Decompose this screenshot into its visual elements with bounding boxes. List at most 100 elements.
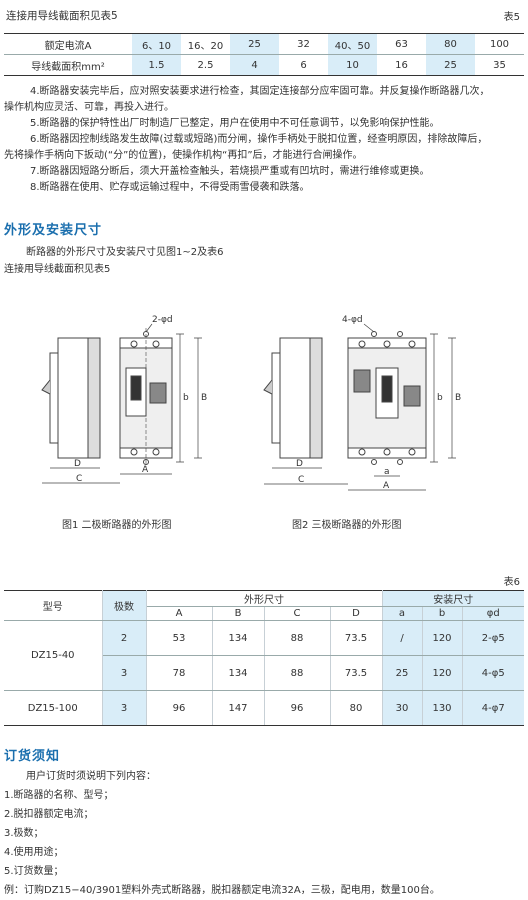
list-item: 1.断路器的名称、型号； xyxy=(4,790,114,801)
table6-head-poles: 极数 xyxy=(102,590,147,621)
table-row: DZ15-100 3 96 147 96 80 30 130 4-φ7 xyxy=(4,690,524,726)
table5-cell: 1.5 xyxy=(132,54,181,76)
table5-cell: 32 xyxy=(279,33,328,55)
table6-cell: 53 xyxy=(146,620,213,656)
fig2-side-base xyxy=(271,352,280,444)
table6-cell: 88 xyxy=(264,655,331,691)
table6-cell: / xyxy=(382,620,423,656)
table6-cell: 96 xyxy=(264,690,331,726)
fig2-side-cover xyxy=(309,337,323,459)
fig2-mount-hole xyxy=(371,459,377,465)
fig2-label-C: C xyxy=(298,475,304,485)
table6-cell: 3 xyxy=(102,690,147,726)
table6-header-row: 型号 极数 外形尺寸 安装尺寸 xyxy=(4,590,524,621)
fig1-side-handle xyxy=(41,379,51,395)
fig2-terminal-bottom xyxy=(408,448,416,456)
table6-col-B: B xyxy=(212,606,265,621)
table5-cell: 63 xyxy=(377,33,426,55)
table5-cell: 4 xyxy=(230,54,279,76)
table6-tag: 表6 xyxy=(503,577,520,588)
table6-col-a: a xyxy=(382,606,423,621)
list-item: 4.使用用途； xyxy=(4,847,64,858)
table5-cell: 100 xyxy=(475,33,524,55)
table6-cell: 25 xyxy=(382,655,423,691)
note-7: 7.断路器因短路分断后，须大开盖检查触头，若烧损严重或有凹坑时，需进行维修或更换… xyxy=(30,166,430,177)
fig2-dim-B xyxy=(448,337,456,459)
note-4-cont: 操作机构应灵活、可靠，再投入进行。 xyxy=(4,102,174,113)
table5-tag: 表5 xyxy=(503,12,520,23)
figure1-caption: 图1 二极断路器的外形图 xyxy=(62,520,172,531)
table6-head-mount: 安装尺寸 xyxy=(382,590,524,607)
table6-model-cell: DZ15-40 xyxy=(4,620,103,691)
table6-cell: 3 xyxy=(102,655,147,691)
table5-row-current: 额定电流A 6、10 16、20 25 32 40、50 63 80 100 xyxy=(4,33,524,55)
table5-cell: 25 xyxy=(230,33,279,55)
table6-cell: 120 xyxy=(422,655,463,691)
figure2-caption: 图2 三极断路器的外形图 xyxy=(292,520,402,531)
table6-cell: 2 xyxy=(102,620,147,656)
table6-col-C: C xyxy=(264,606,331,621)
table6-cell: 134 xyxy=(212,655,265,691)
table6-cell: 78 xyxy=(146,655,213,691)
table5-row-label: 导线截面积mm² xyxy=(4,54,132,76)
table6-cell: 96 xyxy=(146,690,213,726)
table6-cell: 4-φ5 xyxy=(462,655,524,691)
table6-cell: 120 xyxy=(422,620,463,656)
table5-cell: 10 xyxy=(328,54,377,76)
table6-col-A: A xyxy=(146,606,213,621)
fig1-nameplate xyxy=(149,382,167,404)
note-6-cont: 先将操作手柄向下扳动(“分”的位置)，使操作机构“再扣”后，才能进行合闸操作。 xyxy=(4,150,363,161)
fig2-terminal-top xyxy=(408,340,416,348)
fig1-label-hole: 2-φd xyxy=(152,315,173,325)
fig2-label-B: B xyxy=(455,393,461,403)
fig1-dim-b xyxy=(176,333,184,463)
table6-head-model: 型号 xyxy=(4,590,103,621)
fig1-label-A: A xyxy=(142,465,149,475)
table6-cell: 130 xyxy=(422,690,463,726)
figure1-drawing: 2-φd b B D C A xyxy=(41,315,207,484)
fig2-nameplate xyxy=(353,369,371,393)
table6-cell: 80 xyxy=(330,690,383,726)
table6-subheader-row: A B C D a b φd xyxy=(4,606,524,621)
notes-block: 4.断路器安装完毕后，应对照安装要求进行检查，其固定连接部分应牢固可靠。并反复操… xyxy=(4,84,524,196)
fig2-label-D: D xyxy=(296,459,303,469)
fig1-label-D: D xyxy=(74,459,81,469)
table6-cell: 2-φ5 xyxy=(462,620,524,656)
table5: 额定电流A 6、10 16、20 25 32 40、50 63 80 100 导… xyxy=(4,33,524,76)
note-4: 4.断路器安装完毕后，应对照安装要求进行检查，其固定连接部分应牢固可靠。并反复操… xyxy=(30,86,490,97)
fig1-terminal-top xyxy=(130,340,138,348)
table5-cell: 6、10 xyxy=(132,33,181,55)
table6-cell: 4-φ7 xyxy=(462,690,524,726)
note-8: 8.断路器在使用、贮存或运输过程中，不得受雨雪侵袭和跌落。 xyxy=(30,182,310,193)
fig2-mount-hole xyxy=(397,459,403,465)
figure2-drawing: 4-φd b B D C a A xyxy=(263,315,461,491)
section-heading-order: 订货须知 xyxy=(4,749,61,764)
table6-cell: 134 xyxy=(212,620,265,656)
section-heading-dimensions: 外形及安装尺寸 xyxy=(4,223,103,238)
fig1-side-base xyxy=(49,352,58,444)
table6-cell: 30 xyxy=(382,690,423,726)
table5-title: 连接用导线截面积见表5 xyxy=(6,10,118,22)
fig2-label-A: A xyxy=(383,481,390,491)
fig2-mount-hole xyxy=(371,331,377,337)
fig2-terminal-bottom xyxy=(383,448,391,456)
order-intro: 用户订货时须说明下列内容： xyxy=(26,771,156,782)
fig1-side-cover xyxy=(87,337,101,459)
fig1-terminal-bottom xyxy=(130,448,138,456)
fig2-terminal-top xyxy=(358,340,366,348)
fig1-terminal-bottom xyxy=(152,448,160,456)
table6: 型号 极数 外形尺寸 安装尺寸 A B C D a b φd DZ15-40 2… xyxy=(4,590,524,726)
table5-cell: 80 xyxy=(426,33,475,55)
table6-cell: 73.5 xyxy=(330,655,383,691)
fig1-hole-leader xyxy=(145,323,153,333)
table5-cell: 40、50 xyxy=(328,33,377,55)
fig2-terminal-top xyxy=(383,340,391,348)
list-item: 3.极数； xyxy=(4,828,44,839)
fig2-handle xyxy=(381,375,393,403)
fig2-mount-hole xyxy=(397,331,403,337)
table6-cell: 73.5 xyxy=(330,620,383,656)
fig1-handle xyxy=(130,375,142,401)
dims-wire-line: 连接用导线截面积见表5 xyxy=(4,264,111,275)
fig1-terminal-top xyxy=(152,340,160,348)
table-row: 3 78 134 88 73.5 25 120 4-φ5 xyxy=(4,655,524,691)
